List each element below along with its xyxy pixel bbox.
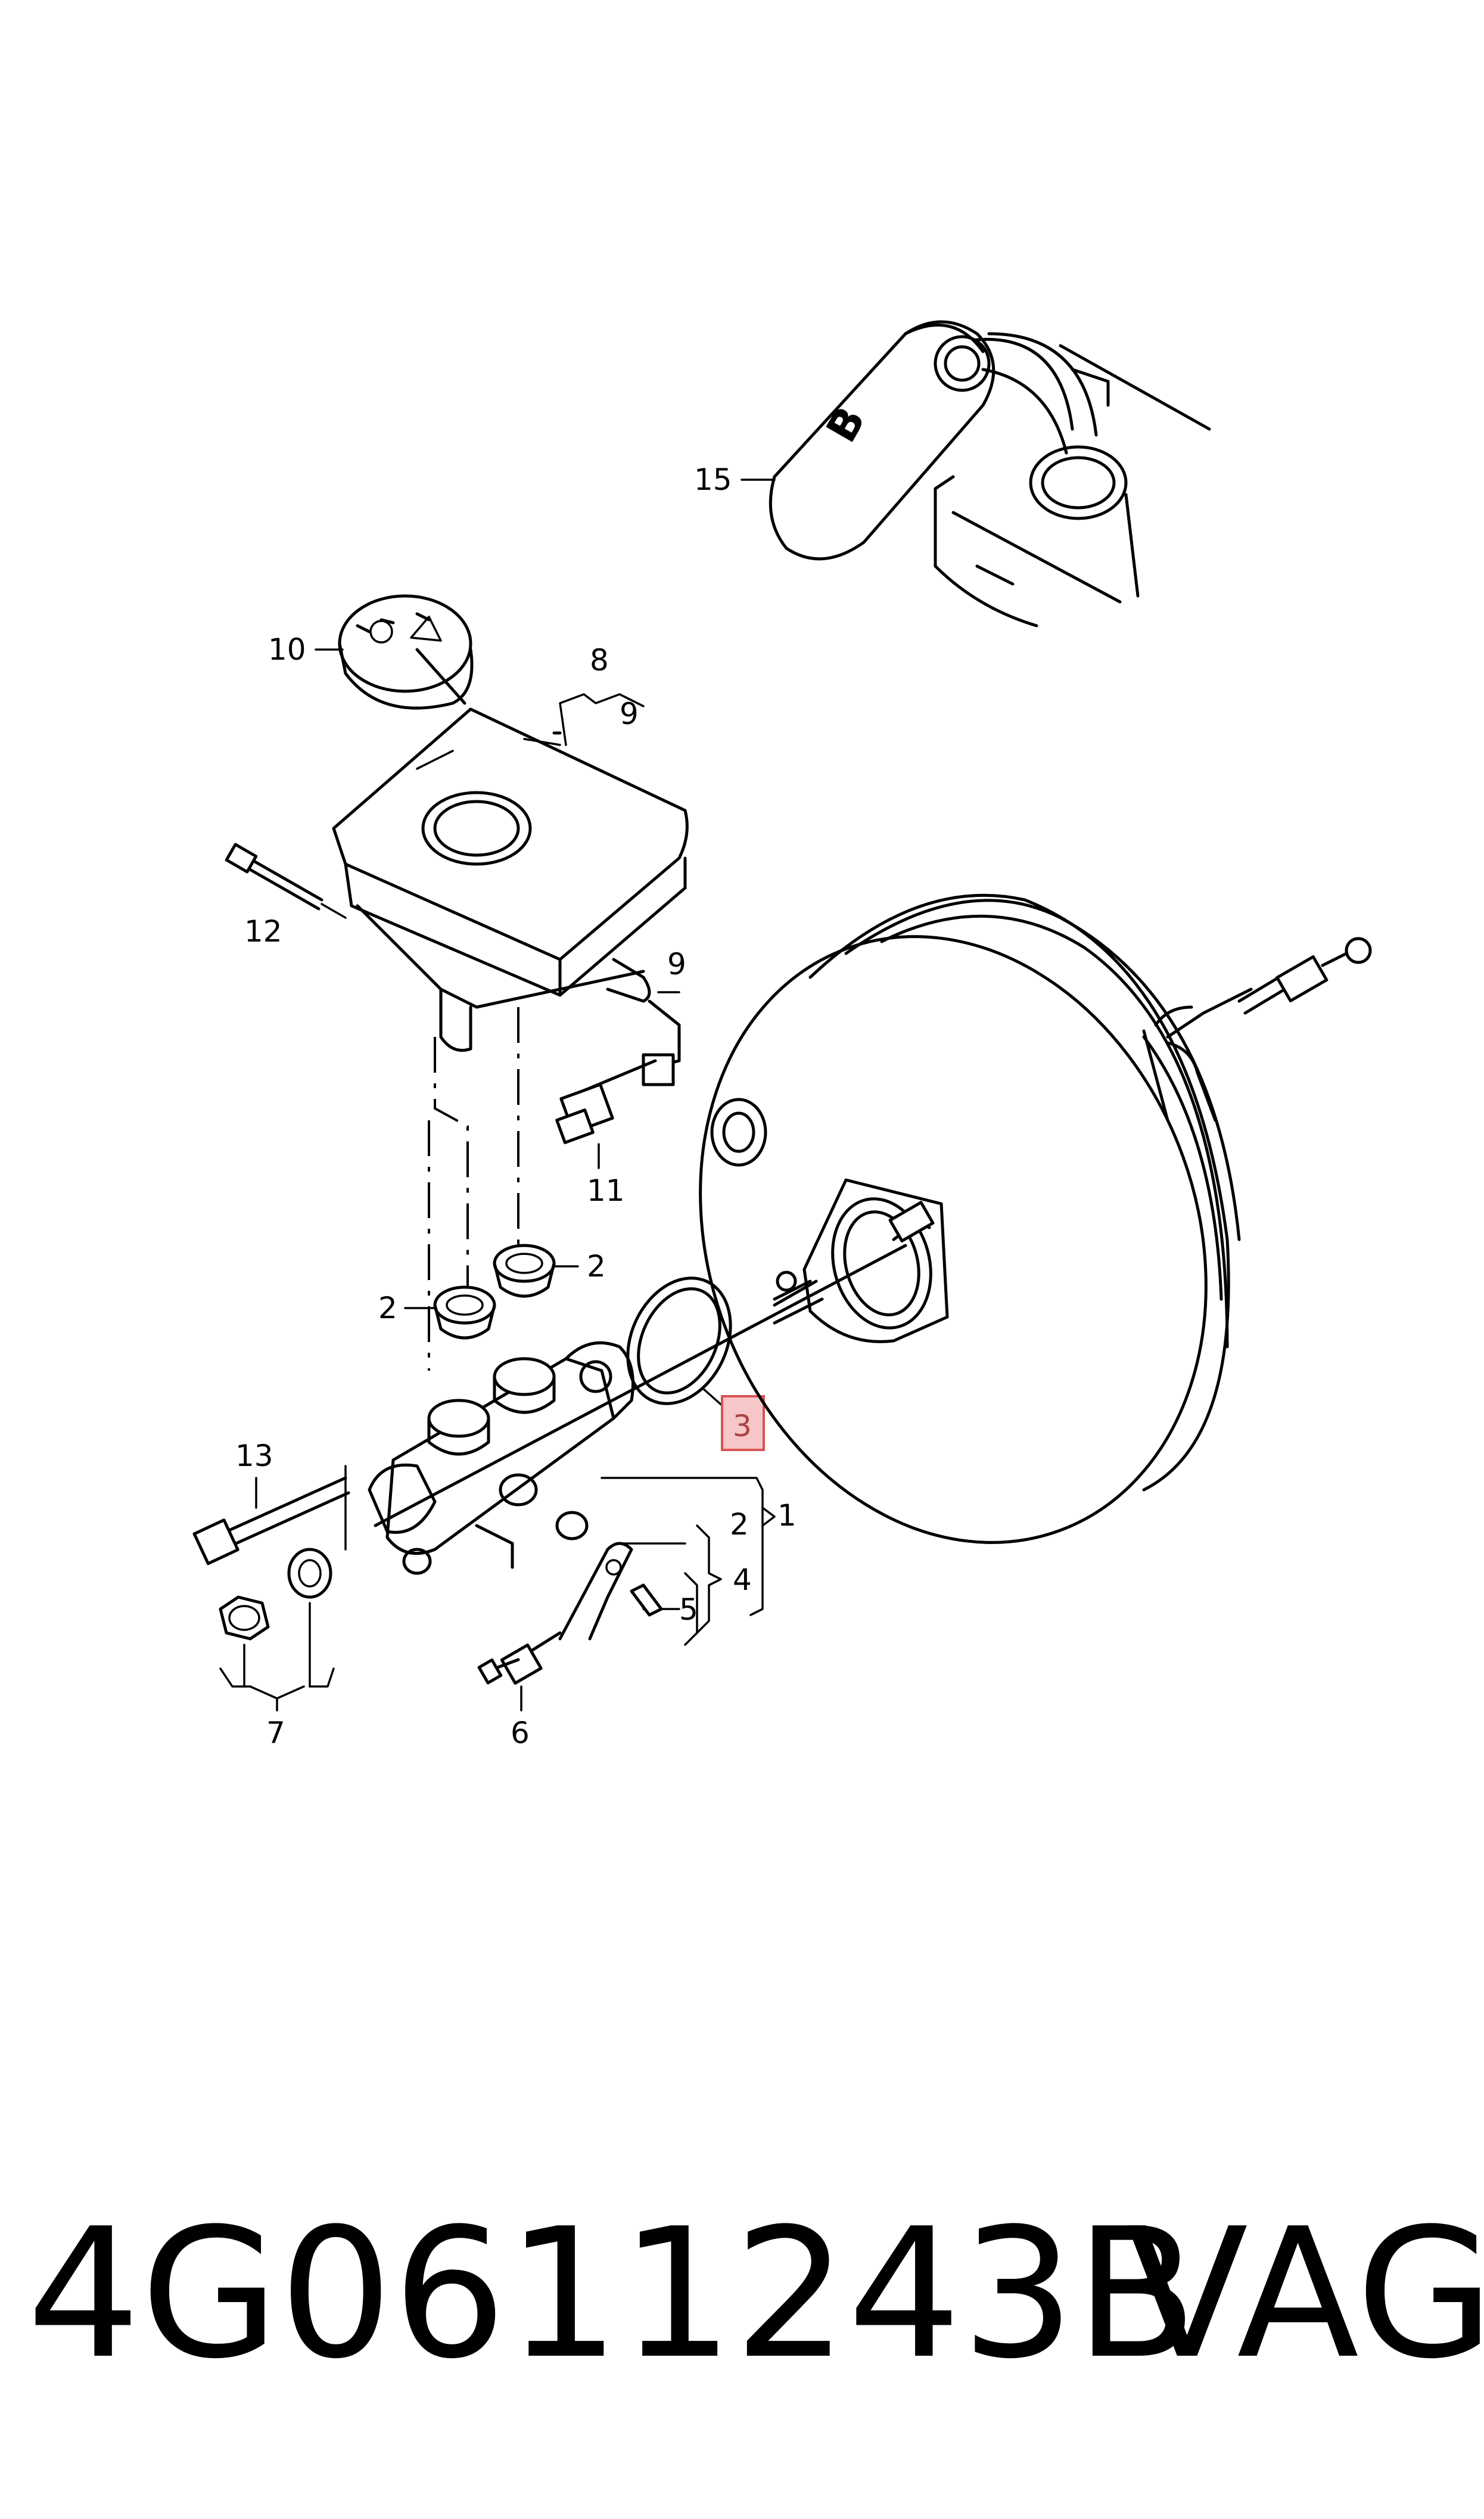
- brake-fluid-reservoir: [332, 648, 689, 1052]
- o-ring-seal: 3: [626, 1276, 765, 1451]
- callout-12: 12: [244, 914, 282, 949]
- callout-9-lower: 9: [667, 947, 686, 981]
- callout-1: 1: [777, 1498, 797, 1533]
- brand-label: VAG: [1126, 2190, 1484, 2398]
- brake-booster: [699, 893, 1372, 1544]
- highlight-box-3: [721, 1395, 765, 1451]
- callout-2-right: 2: [587, 1249, 606, 1284]
- callout-6: 6: [511, 1716, 530, 1750]
- callout-3: 3: [733, 1409, 752, 1443]
- callout-11: 11: [587, 1173, 625, 1208]
- callout-8: 8: [590, 643, 609, 678]
- callout-bracket-1: 1 2 4 5: [601, 1477, 797, 1646]
- pressure-sensor-parts: 6: [477, 1542, 663, 1750]
- nut-washer-7: 7: [219, 1548, 335, 1750]
- callout-9-upper: 9: [620, 697, 639, 731]
- callout-2-left: 2: [378, 1291, 397, 1325]
- reservoir-cap: 10: [268, 594, 474, 710]
- bolt-12: 12: [225, 843, 347, 949]
- part-number-label: 4G0611243B: [27, 2190, 1198, 2398]
- callout-4: 4: [733, 1563, 752, 1597]
- mounting-bolt-13: 13: [192, 1439, 350, 1566]
- callout-7: 7: [266, 1716, 285, 1750]
- fluid-level-sensor: 9 11: [555, 947, 686, 1208]
- grommet-seals: 2 2: [378, 1244, 606, 1340]
- callout-13: 13: [235, 1439, 273, 1473]
- callout-15: 15: [694, 462, 732, 497]
- callout-bracket-8-9: 8 9: [559, 643, 645, 746]
- reservoir-cap-detail: B 15: [694, 320, 1211, 628]
- callout-5: 5: [679, 1592, 698, 1627]
- cap-letter: B: [817, 399, 875, 451]
- assembly-guide-lines: [428, 1007, 519, 1371]
- brake-master-cylinder: [368, 1244, 907, 1575]
- callout-2-bracket: 2: [730, 1507, 749, 1542]
- callout-10: 10: [268, 632, 306, 667]
